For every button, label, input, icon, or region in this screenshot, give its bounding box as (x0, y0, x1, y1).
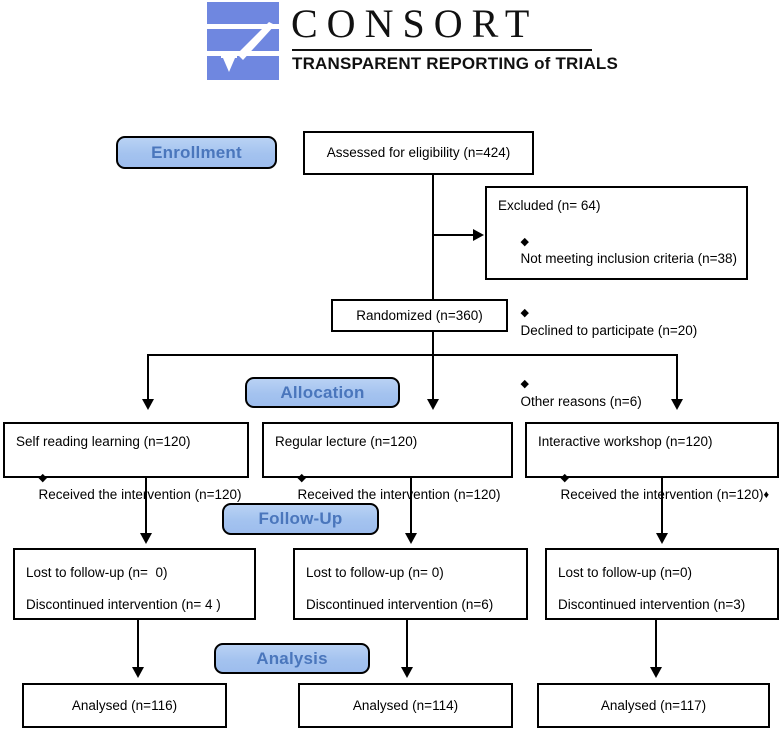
bullet-diamond-icon: ◆ (297, 471, 306, 484)
followup-1-discontinued: Discontinued intervention (n= 4 ) (26, 596, 221, 612)
box-excluded: Excluded (n= 64) ◆ Not meeting inclusion… (485, 186, 748, 409)
logo-bar-top (207, 2, 279, 24)
connector-followup2-to-analysis2 (406, 620, 408, 669)
followup-3-lost: Lost to follow-up (n=0) (558, 565, 692, 580)
allocation-group-3-title: Interactive workshop (n=120) (538, 434, 713, 449)
followup-1-lost: Lost to follow-up (n= 0) (26, 565, 168, 580)
stage-label-enrollment: Enrollment (116, 136, 277, 169)
bullet-diamond-icon: ◆ (38, 471, 47, 484)
excluded-reason-3: ◆ Other reasons (n=6) (498, 357, 746, 428)
consort-tagline: TRANSPARENT REPORTING of TRIALS (292, 54, 619, 73)
arrow-down-analysis-3-icon (650, 667, 662, 678)
bullet-diamond-icon: ◆ (520, 306, 529, 319)
arrow-down-followup-1-icon (140, 533, 152, 544)
arrow-down-analysis-1-icon (132, 667, 144, 678)
connector-branch-center (432, 354, 434, 401)
box-allocation-group-2: Regular lecture (n=120) ◆ Received the i… (262, 422, 513, 502)
analysis-3-text: Analysed (n=117) (600, 697, 707, 713)
followup-2-discontinued: Discontinued intervention (n=6) (306, 596, 494, 612)
connector-branch-left (147, 354, 149, 401)
stage-label-analysis: Analysis (214, 643, 370, 674)
connector-assessed-to-randomized (432, 175, 434, 301)
allocation-group-2-detail-text: Received the intervention (n=120) (297, 487, 501, 503)
checkmark-icon (221, 22, 275, 72)
arrow-down-followup-3-icon (656, 533, 668, 544)
box-followup-group-1: Lost to follow-up (n= 0) Discontinued in… (13, 548, 256, 620)
connector-alloc3-to-followup3 (661, 478, 663, 535)
connector-randomized-stem (432, 332, 434, 354)
excluded-title: Excluded (n= 64) (498, 198, 601, 213)
bullet-diamond-icon: ◆ (520, 378, 529, 391)
bullet-diamond-icon: ◆ (560, 471, 569, 484)
arrow-down-allocation-3-icon (671, 399, 683, 410)
allocation-group-1-detail: ◆ Received the intervention (n=120) (16, 451, 247, 522)
box-allocation-group-3: Interactive workshop (n=120) ◆ Received … (525, 422, 779, 502)
box-analysis-group-3: Analysed (n=117) (537, 683, 770, 728)
analysis-2-text: Analysed (n=114) (352, 697, 459, 713)
excluded-reason-2-text: Declined to participate (n=20) (520, 322, 698, 338)
box-randomized: Randomized (n=360) (331, 299, 508, 332)
box-assessed-for-eligibility: Assessed for eligibility (n=424) (303, 131, 534, 175)
connector-to-excluded (434, 234, 477, 236)
allocation-group-3-trailing-diamond-icon: ♦ (763, 489, 770, 502)
arrow-right-excluded-icon (473, 229, 484, 241)
arrow-down-allocation-2-icon (427, 399, 439, 410)
excluded-reason-2: ◆ Declined to participate (n=20) (498, 286, 746, 357)
logo-divider (292, 49, 592, 51)
allocation-group-2-detail: ◆ Received the intervention (n=120) (275, 451, 511, 522)
connector-allocation-rail (147, 354, 678, 356)
arrow-down-analysis-2-icon (401, 667, 413, 678)
consort-logo-mark (207, 2, 279, 80)
connector-followup1-to-analysis1 (137, 620, 139, 669)
box-allocation-group-1: Self reading learning (n=120) ◆ Received… (3, 422, 249, 502)
box-analysis-group-2: Analysed (n=114) (298, 683, 513, 728)
randomized-text: Randomized (n=360) (356, 307, 483, 323)
connector-alloc2-to-followup2 (410, 478, 412, 535)
analysis-1-text: Analysed (n=116) (71, 697, 178, 713)
assessed-text: Assessed for eligibility (n=424) (326, 145, 511, 161)
allocation-group-3-detail: ◆ Received the intervention (n=120)♦ (538, 451, 777, 522)
bullet-diamond-icon: ◆ (520, 235, 529, 248)
box-followup-group-3: Lost to follow-up (n=0) Discontinued int… (545, 548, 779, 620)
allocation-group-1-title: Self reading learning (n=120) (16, 434, 191, 449)
excluded-reason-1-text: Not meeting inclusion criteria (n=38) (520, 251, 737, 267)
followup-2-lost: Lost to follow-up (n= 0) (306, 565, 444, 580)
arrow-down-followup-2-icon (405, 533, 417, 544)
connector-alloc1-to-followup1 (145, 478, 147, 535)
allocation-group-1-detail-text: Received the intervention (n=120) (38, 487, 242, 503)
connector-followup3-to-analysis3 (655, 620, 657, 669)
arrow-down-allocation-1-icon (142, 399, 154, 410)
allocation-group-2-title: Regular lecture (n=120) (275, 434, 418, 449)
box-analysis-group-1: Analysed (n=116) (22, 683, 227, 728)
box-followup-group-2: Lost to follow-up (n= 0) Discontinued in… (293, 548, 528, 620)
allocation-group-3-detail-text: Received the intervention (n=120) (560, 487, 764, 503)
stage-label-followup: Follow-Up (222, 503, 379, 535)
excluded-reason-1: ◆ Not meeting inclusion criteria (n=38) (498, 215, 746, 286)
stage-label-allocation: Allocation (245, 377, 400, 408)
excluded-reason-3-text: Other reasons (n=6) (520, 393, 642, 409)
consort-logo: CONSORT TRANSPARENT REPORTING of TRIALS (207, 1, 618, 80)
followup-3-discontinued: Discontinued intervention (n=3) (558, 596, 746, 612)
connector-branch-right (676, 354, 678, 401)
consort-wordmark: CONSORT (291, 1, 539, 46)
